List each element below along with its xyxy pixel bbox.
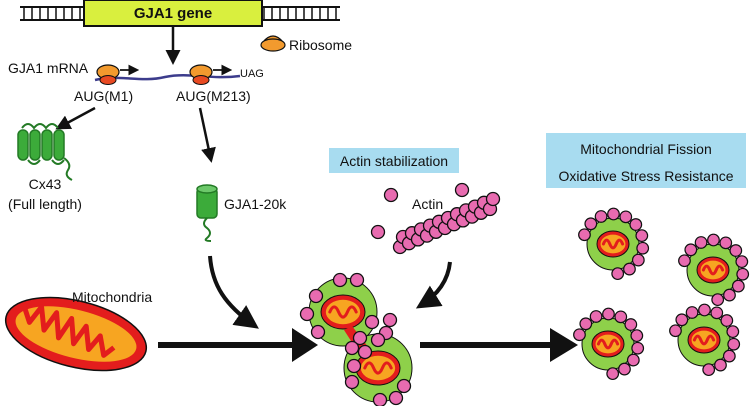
arrow-to-cx43 [55, 106, 96, 130]
ribosome-legend-icon [260, 35, 286, 52]
gene-label: GJA1 gene [134, 5, 212, 22]
arrow-actin-to-mito [415, 261, 452, 309]
arrow-to-gja1-20k [198, 107, 216, 163]
mitochondrion-icon [4, 296, 148, 372]
cx43-label-line2: (Full length) [8, 196, 82, 212]
outcome-box [546, 133, 746, 188]
fissioned-mitochondria [573, 207, 750, 381]
actin-stabilization-label: Actin stabilization [340, 153, 448, 169]
arrow-gja1-to-mito [208, 255, 259, 329]
stop-codon-label: UAG [240, 68, 264, 80]
start-m1-label: AUG(M1) [74, 88, 133, 104]
mrna-strand [94, 74, 241, 82]
start-m213-label: AUG(M213) [176, 88, 251, 104]
gene-box [83, 0, 263, 27]
cx43-label-line1: Cx43 [29, 176, 62, 192]
dividing-mitochondria [299, 272, 413, 406]
cx43-protein-icon [17, 123, 73, 181]
actin-label: Actin [412, 196, 443, 212]
mitochondria-label: Mitochondria [72, 289, 152, 305]
actin-stabilization-box [329, 148, 459, 173]
ribosome-legend-label: Ribosome [289, 37, 352, 53]
oxidative-stress-label: Oxidative Stress Resistance [558, 168, 733, 184]
ribosome-m1-icon [96, 64, 120, 85]
gja1-20k-label: GJA1-20k [224, 196, 287, 212]
arrow-main-left-head [292, 328, 318, 362]
mito-fission-label: Mitochondrial Fission [580, 141, 712, 157]
mrna-label: GJA1 mRNA [8, 60, 89, 76]
actin-filament [370, 182, 501, 255]
ribosome-m213-icon [189, 64, 213, 85]
gja1-20k-protein-icon [196, 184, 218, 242]
arrow-main-right-head [550, 328, 578, 362]
